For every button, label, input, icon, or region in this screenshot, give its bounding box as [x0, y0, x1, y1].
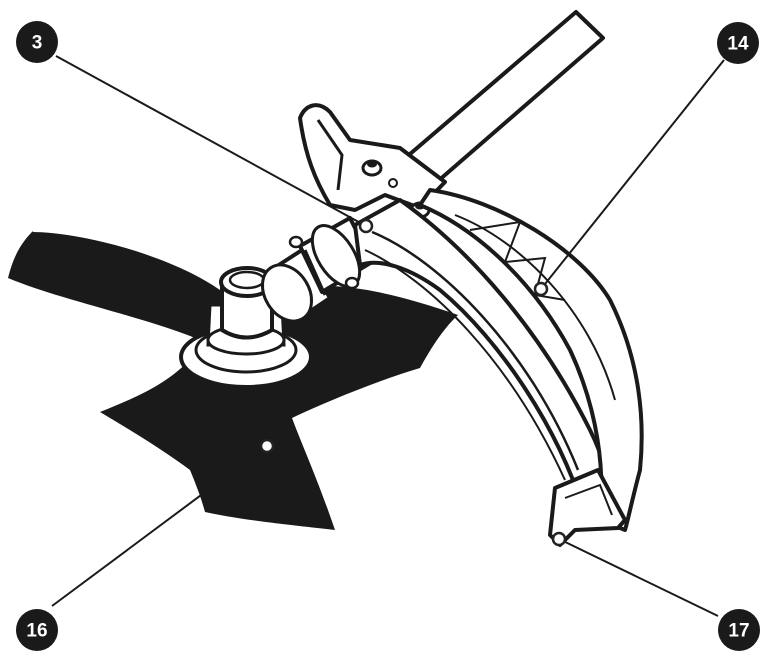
drive-shaft	[403, 12, 603, 188]
callout-label-16: 16	[26, 621, 47, 642]
leader-line-16	[52, 446, 267, 606]
callout-17: 17	[718, 609, 760, 651]
callout-label-17: 17	[728, 621, 749, 642]
marker-dot-14	[535, 283, 547, 295]
marker-dot-17	[553, 533, 565, 545]
callout-16: 16	[16, 609, 58, 651]
callout-label-14: 14	[727, 34, 749, 55]
leader-line-17	[559, 539, 718, 616]
leader-line-14	[541, 60, 724, 289]
callout-3: 3	[16, 21, 58, 63]
marker-dot-16	[261, 440, 273, 452]
callout-14: 14	[717, 22, 759, 64]
marker-dot-3	[360, 220, 372, 232]
callout-label-3: 3	[32, 33, 43, 54]
